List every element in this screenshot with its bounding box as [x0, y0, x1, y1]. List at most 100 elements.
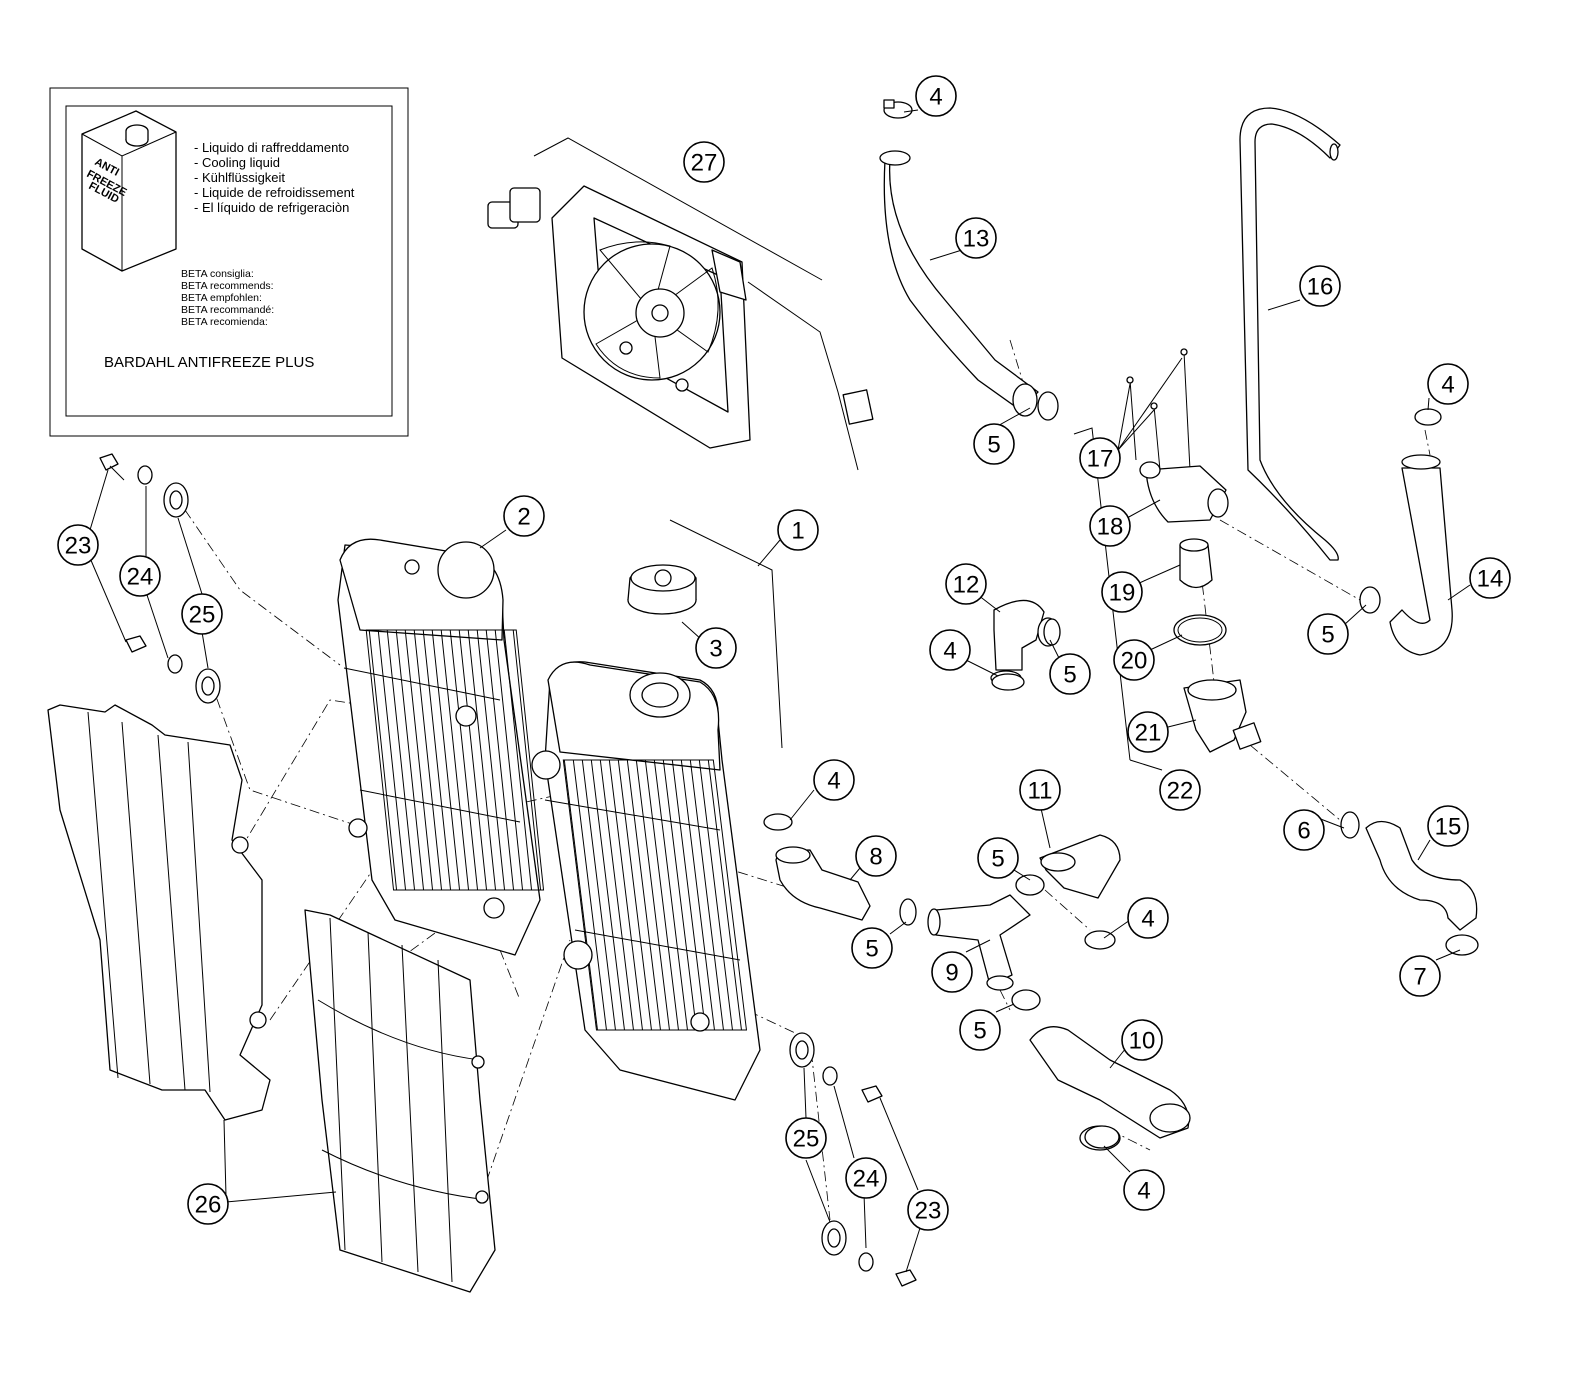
recommend-line-es: BETA recomienda:	[181, 316, 268, 328]
callout-bubbles: 2741351641718191452021221245213232425481…	[57, 75, 1511, 1231]
callout-number: 4	[943, 638, 956, 665]
callout-c5f: 5	[959, 1009, 1001, 1051]
callout-c10: 10	[1121, 1019, 1163, 1061]
radiator-grille	[304, 909, 496, 1293]
callout-c27: 27	[683, 141, 725, 183]
fastener-set-lower	[789, 1032, 917, 1287]
callout-c2: 2	[503, 495, 545, 537]
callout-c11: 11	[1019, 769, 1061, 811]
antifreeze-can-icon: ANTI FREEZE FLUID	[81, 110, 177, 272]
callout-c20: 20	[1113, 639, 1155, 681]
callout-number: 14	[1477, 566, 1504, 593]
callout-number: 23	[915, 1198, 942, 1225]
callout-number: 3	[709, 636, 722, 663]
callout-number: 12	[953, 572, 980, 599]
callout-circle	[1123, 1169, 1165, 1211]
callout-number: 5	[865, 936, 878, 963]
callout-circle	[851, 927, 893, 969]
callout-circle	[785, 1117, 827, 1159]
callout-circle	[1427, 805, 1469, 847]
hose-13	[879, 150, 1039, 417]
callout-circle	[845, 1157, 887, 1199]
callout-number: 19	[1109, 580, 1136, 607]
callout-number: 1	[791, 518, 804, 545]
radiator-cap	[627, 564, 697, 615]
callout-number: 27	[691, 150, 718, 177]
callout-number: 21	[1135, 720, 1162, 747]
recommend-line-fr: BETA recommandé:	[181, 304, 274, 316]
callout-number: 23	[65, 533, 92, 560]
hose-16	[1239, 107, 1341, 561]
callout-circle	[929, 629, 971, 671]
callout-c3: 3	[695, 627, 737, 669]
callout-circle	[1399, 955, 1441, 997]
callout-number: 9	[945, 960, 958, 987]
callout-circle	[1159, 769, 1201, 811]
callout-circle	[907, 1189, 949, 1231]
callout-number: 2	[517, 504, 530, 531]
callout-number: 4	[1137, 1178, 1150, 1205]
callout-circle	[187, 1183, 229, 1225]
cooling-fan-assembly	[487, 185, 874, 471]
callout-c18: 18	[1089, 505, 1131, 547]
callout-c4e: 4	[1127, 897, 1169, 939]
callout-c24a: 24	[119, 555, 161, 597]
callout-c22: 22	[1159, 769, 1201, 811]
hose-9-tee	[899, 874, 1045, 1011]
hose-clamp-13-top	[883, 99, 913, 119]
callout-c8: 8	[855, 835, 897, 877]
callout-number: 24	[853, 1166, 880, 1193]
callout-c15: 15	[1427, 805, 1469, 847]
callout-circle	[503, 495, 545, 537]
callout-circle	[955, 217, 997, 259]
callout-c21: 21	[1127, 711, 1169, 753]
callout-c5b: 5	[1307, 613, 1349, 655]
callout-circle	[1427, 363, 1469, 405]
radiator-shroud-left	[47, 704, 271, 1121]
callout-c5d: 5	[977, 837, 1019, 879]
callout-number: 4	[1141, 906, 1154, 933]
callout-number: 5	[973, 1018, 986, 1045]
callout-circle	[959, 1009, 1001, 1051]
callout-number: 7	[1413, 964, 1426, 991]
coolant-info-box: ANTI FREEZE FLUID - Liquido di raffredda…	[49, 87, 409, 437]
callout-circle	[1049, 653, 1091, 695]
callout-c17: 17	[1079, 437, 1121, 479]
liquid-line-en: - Cooling liquid	[194, 155, 280, 170]
callout-c25b: 25	[785, 1117, 827, 1159]
callout-c9: 9	[931, 951, 973, 993]
callout-circle	[1019, 769, 1061, 811]
callout-number: 24	[127, 564, 154, 591]
callout-circle	[1101, 571, 1143, 613]
callout-c4c: 4	[929, 629, 971, 671]
callout-c4a: 4	[915, 75, 957, 117]
callout-c26: 26	[187, 1183, 229, 1225]
callout-c16: 16	[1299, 265, 1341, 307]
callout-number: 25	[189, 602, 216, 629]
callout-c6: 6	[1283, 809, 1325, 851]
callout-number: 5	[1321, 622, 1334, 649]
callout-c5c: 5	[1049, 653, 1091, 695]
callout-number: 8	[869, 844, 882, 871]
callout-c4b: 4	[1427, 363, 1469, 405]
callout-circle	[1079, 437, 1121, 479]
callout-c23b: 23	[907, 1189, 949, 1231]
hose-8	[763, 813, 871, 921]
callout-number: 5	[987, 432, 1000, 459]
callout-circle	[119, 555, 161, 597]
callout-circle	[973, 423, 1015, 465]
callout-c13: 13	[955, 217, 997, 259]
callout-circle	[1307, 613, 1349, 655]
callout-c23a: 23	[57, 524, 99, 566]
callout-c5e: 5	[851, 927, 893, 969]
callout-c14: 14	[1469, 557, 1511, 599]
liquid-line-de: - Kühlflüssigkeit	[194, 170, 285, 185]
callout-circle	[1121, 1019, 1163, 1061]
callout-c25a: 25	[181, 593, 223, 635]
callout-number: 15	[1435, 814, 1462, 841]
callout-number: 4	[929, 84, 942, 111]
callout-number: 13	[963, 226, 990, 253]
callout-circle	[1127, 897, 1169, 939]
callout-circle	[855, 835, 897, 877]
